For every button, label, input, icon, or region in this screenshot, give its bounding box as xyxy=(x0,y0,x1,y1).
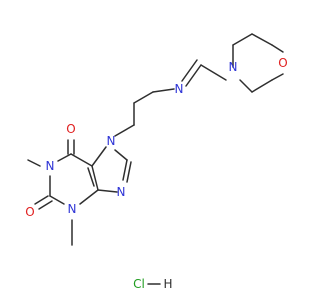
bond-c2-n3 xyxy=(49,195,65,205)
bond-chain-1 xyxy=(152,88,175,93)
bond-n1-methyl xyxy=(27,159,41,167)
bond-c2-o-b xyxy=(38,200,53,210)
bond-n-ch xyxy=(200,64,227,81)
bond-chain-2 xyxy=(133,91,154,104)
propyl-chain xyxy=(114,88,175,137)
atom-o-morpholine: O xyxy=(278,56,287,70)
imine-linkage xyxy=(181,59,227,87)
bond-c8-n9-b xyxy=(126,161,132,183)
bond-morph-3 xyxy=(251,33,273,46)
bond-n3-c4 xyxy=(79,189,99,205)
bond-morph-7 xyxy=(239,79,253,93)
bond-ch-n-double-a xyxy=(185,64,202,87)
bond-c8-n9-a xyxy=(122,159,128,181)
bond-n7-c8 xyxy=(114,149,128,161)
bond-morph-5 xyxy=(271,73,284,81)
atom-o-top: O xyxy=(66,122,75,136)
atom-cl: Cl xyxy=(133,277,145,291)
bond-n9-c4 xyxy=(97,189,118,193)
bond-c2-o-a xyxy=(34,195,49,205)
bond-c5-c6 xyxy=(70,153,93,167)
atom-n9: N xyxy=(117,185,126,199)
molecule-canvas: N O N N N O N O N Cl H xyxy=(25,33,288,291)
bond-morph-2 xyxy=(232,33,253,46)
atom-h: H xyxy=(163,277,172,291)
bond-c5-n7 xyxy=(91,146,107,167)
atom-n-morpholine: N xyxy=(229,60,238,74)
bond-chain-4 xyxy=(114,124,135,137)
atom-o-left: O xyxy=(25,205,34,219)
bond-c4-c5 xyxy=(91,165,99,191)
atom-n1: N xyxy=(46,159,55,173)
purine-core xyxy=(27,139,132,246)
atom-n-imine: N xyxy=(175,82,184,96)
bond-morph-6 xyxy=(251,79,273,93)
morpholine-ring xyxy=(232,33,284,93)
bond-morph-4 xyxy=(271,44,284,53)
bond-c4-c5-inner xyxy=(87,167,95,187)
bond-c6-n1 xyxy=(57,153,72,162)
bond-ch-n-double-b xyxy=(181,59,198,82)
molecule-structure: N O N N N O N O N Cl H xyxy=(25,33,288,291)
atom-n7: N xyxy=(107,134,116,148)
atom-n3: N xyxy=(68,202,77,216)
